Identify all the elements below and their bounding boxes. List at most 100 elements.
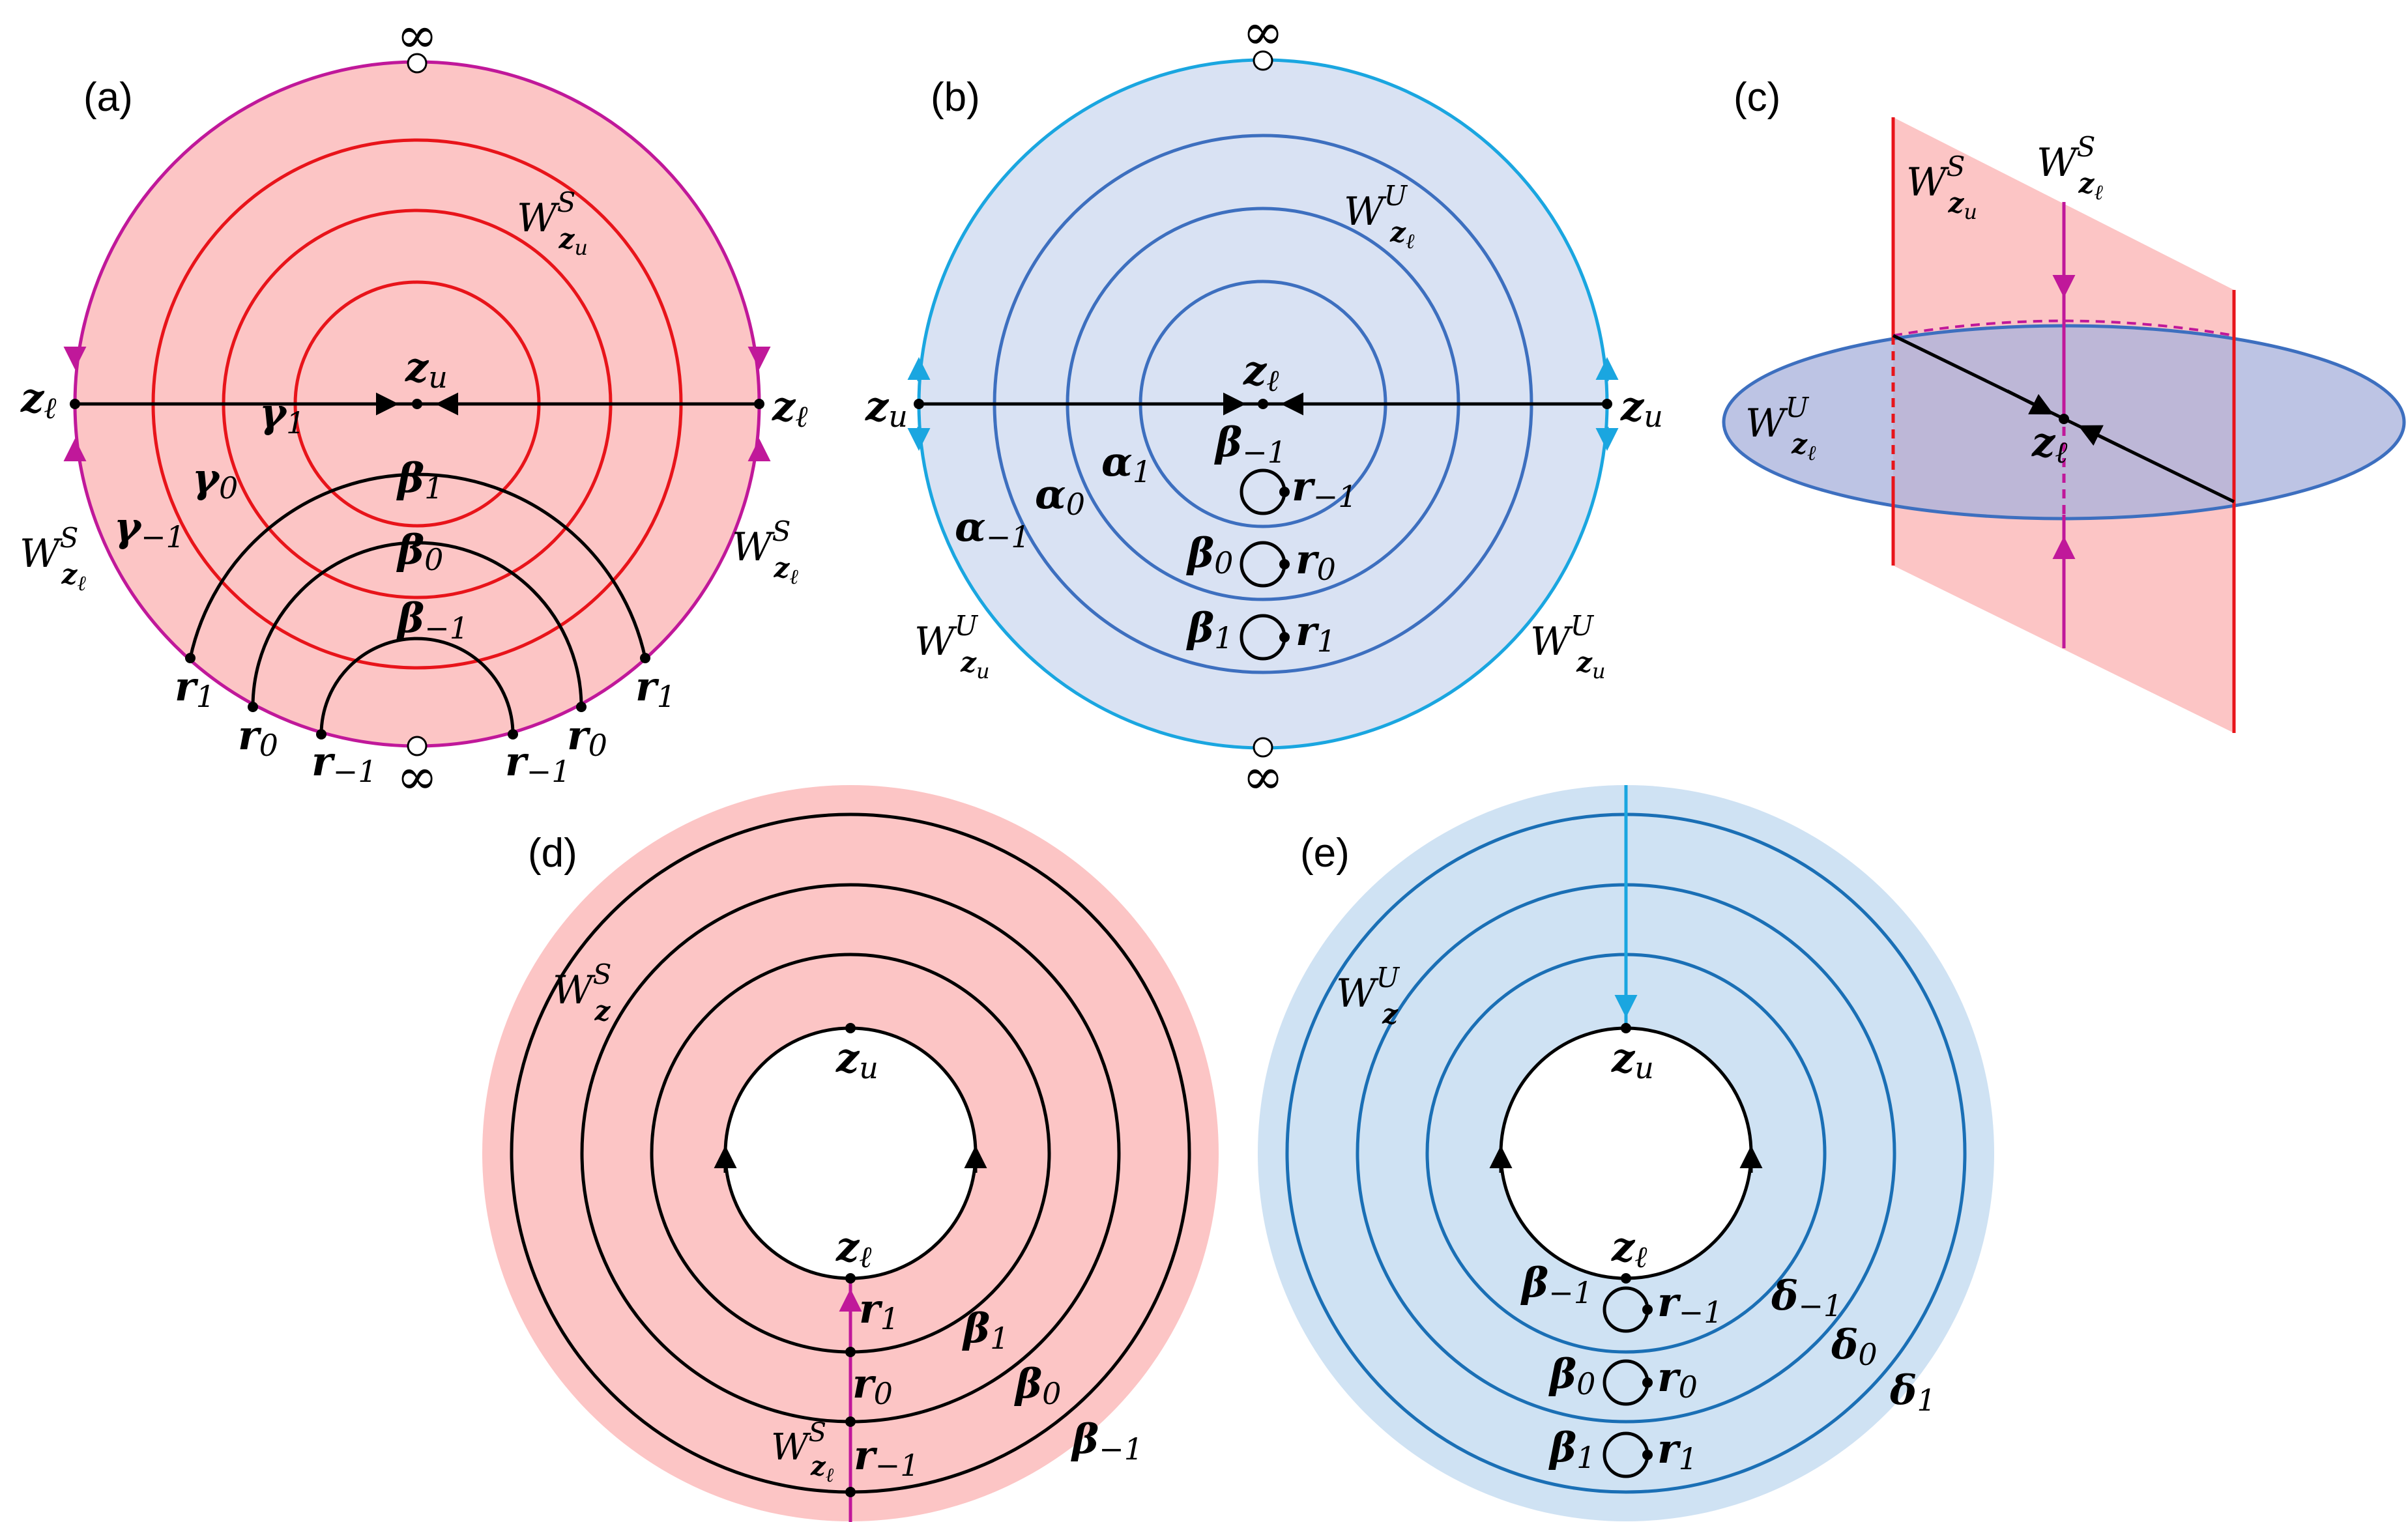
panel-b-alpha0-label: α0 [1035, 470, 1085, 522]
svg-text:β0: β0 [1186, 529, 1233, 581]
svg-text:β−1: β−1 [1071, 1415, 1143, 1467]
svg-text:r1: r1 [1657, 1425, 1698, 1476]
panel-a-gamma1-label: γ1 [259, 389, 305, 440]
panel-d-r1-label: r1 [859, 1285, 899, 1336]
panel-b-label: (b) [931, 75, 980, 120]
svg-text:β1: β1 [962, 1304, 1009, 1356]
panel-b-inf-top: ∞ [1242, 3, 1283, 61]
svg-text:r−1: r−1 [505, 738, 570, 789]
panel-d-z-l-point [845, 1273, 856, 1284]
svg-text:β1: β1 [1186, 604, 1233, 655]
panel-b-z-u-left-label: zu [865, 382, 908, 434]
svg-text:zu: zu [865, 382, 908, 434]
panel-a-rm1-right-point [508, 729, 518, 739]
panel-a: (a) ∞ ∞ zu zℓ zℓ [20, 6, 808, 805]
panel-b-beta1-label: β1 [1186, 604, 1233, 655]
svg-text:r−1: r−1 [312, 738, 377, 789]
panel-b-alpha-m1-label: α−1 [955, 503, 1030, 554]
panel-b-beta0-label: β0 [1186, 529, 1233, 581]
svg-text:r0: r0 [238, 711, 278, 763]
svg-text:β−1: β−1 [1520, 1259, 1593, 1310]
panel-b-z-u-right-point [1602, 399, 1612, 409]
svg-text:β1: β1 [396, 454, 443, 506]
svg-text:γ0: γ0 [192, 454, 238, 506]
panel-a-rm1-right-label: r−1 [505, 738, 570, 789]
panel-a-beta0-arc [251, 541, 583, 708]
panel-a-z-l-right-point [754, 399, 764, 409]
panel-e-z-l-point [1621, 1273, 1631, 1284]
svg-text:γ−1: γ−1 [114, 503, 185, 554]
svg-text:β0: β0 [396, 526, 443, 577]
panel-e-r-m1-point [1642, 1304, 1653, 1315]
svg-text:zu: zu [835, 1034, 878, 1085]
panel-a-inf-top: ∞ [396, 6, 437, 64]
panel-d-r0-label: r0 [852, 1360, 893, 1411]
panel-e-r-m1-label: r−1 [1657, 1278, 1722, 1330]
svg-text:β0: β0 [1548, 1350, 1595, 1401]
svg-text:δ0: δ0 [1831, 1321, 1878, 1372]
panel-a-r0-right-label: r0 [567, 711, 607, 763]
panel-c-plane-disk-intersection-hidden [1893, 319, 2235, 337]
panel-b-beta-m1-label: β−1 [1214, 418, 1286, 470]
svg-text:zℓ: zℓ [20, 374, 57, 425]
svg-text:WUz: WUz [1336, 962, 1400, 1030]
panel-b-z-l-label: zℓ [1243, 347, 1279, 398]
panel-a-z-l-left-label: zℓ [20, 374, 57, 425]
panel-a-z-u-point [412, 399, 422, 409]
svg-text:r−1: r−1 [1657, 1278, 1722, 1330]
panel-c-diag-arrow-upper [2006, 389, 2054, 415]
panel-e-z-u-point [1621, 1023, 1631, 1033]
panel-d-label: (d) [528, 831, 577, 876]
svg-text:zℓ: zℓ [1611, 1223, 1647, 1274]
panel-a-inf-top-point [407, 53, 428, 74]
panel-d-beta-m1-label: β−1 [1071, 1415, 1143, 1467]
panel-b-r0-point [1279, 559, 1290, 569]
svg-text:r1: r1 [635, 663, 676, 714]
panel-b-r1-point [1279, 632, 1290, 642]
svg-text:r0: r0 [852, 1360, 893, 1411]
svg-text:zu: zu [405, 343, 448, 395]
panel-e-label: (e) [1300, 831, 1350, 876]
svg-text:δ1: δ1 [1889, 1366, 1936, 1418]
svg-text:r0: r0 [567, 711, 607, 763]
panel-e-z-l-label: zℓ [1611, 1223, 1647, 1274]
panel-a-r1-right-label: r1 [635, 663, 676, 714]
panel-b-inf-bottom-point [1253, 737, 1273, 758]
panel-a-gamma-m1-label: γ−1 [114, 503, 185, 554]
svg-text:r−1: r−1 [1292, 463, 1357, 514]
svg-text:β−1: β−1 [396, 594, 469, 646]
panel-a-beta1-arc [188, 472, 647, 659]
panel-a-r1-left-point [185, 653, 196, 663]
svg-text:zℓ: zℓ [1243, 347, 1279, 398]
panel-a-rm1-left-point [316, 729, 326, 739]
panel-d-z-l-label: zℓ [835, 1223, 872, 1274]
panel-a-beta0-label: β0 [396, 526, 443, 577]
panel-b-r-m1-point [1279, 487, 1290, 497]
panel-c-z-l-point [2059, 414, 2069, 424]
svg-text:r0: r0 [1296, 536, 1336, 587]
svg-text:zℓ: zℓ [2031, 418, 2068, 470]
panel-a-beta1-label: β1 [396, 454, 443, 506]
panel-b-r-m1-label: r−1 [1292, 463, 1357, 514]
svg-text:WSz: WSz [553, 958, 611, 1027]
panel-d-r0-point [845, 1416, 856, 1427]
svg-text:α−1: α−1 [955, 503, 1030, 554]
panel-d-r1-point [845, 1347, 856, 1357]
panel-a-gamma0-label: γ0 [192, 454, 238, 506]
